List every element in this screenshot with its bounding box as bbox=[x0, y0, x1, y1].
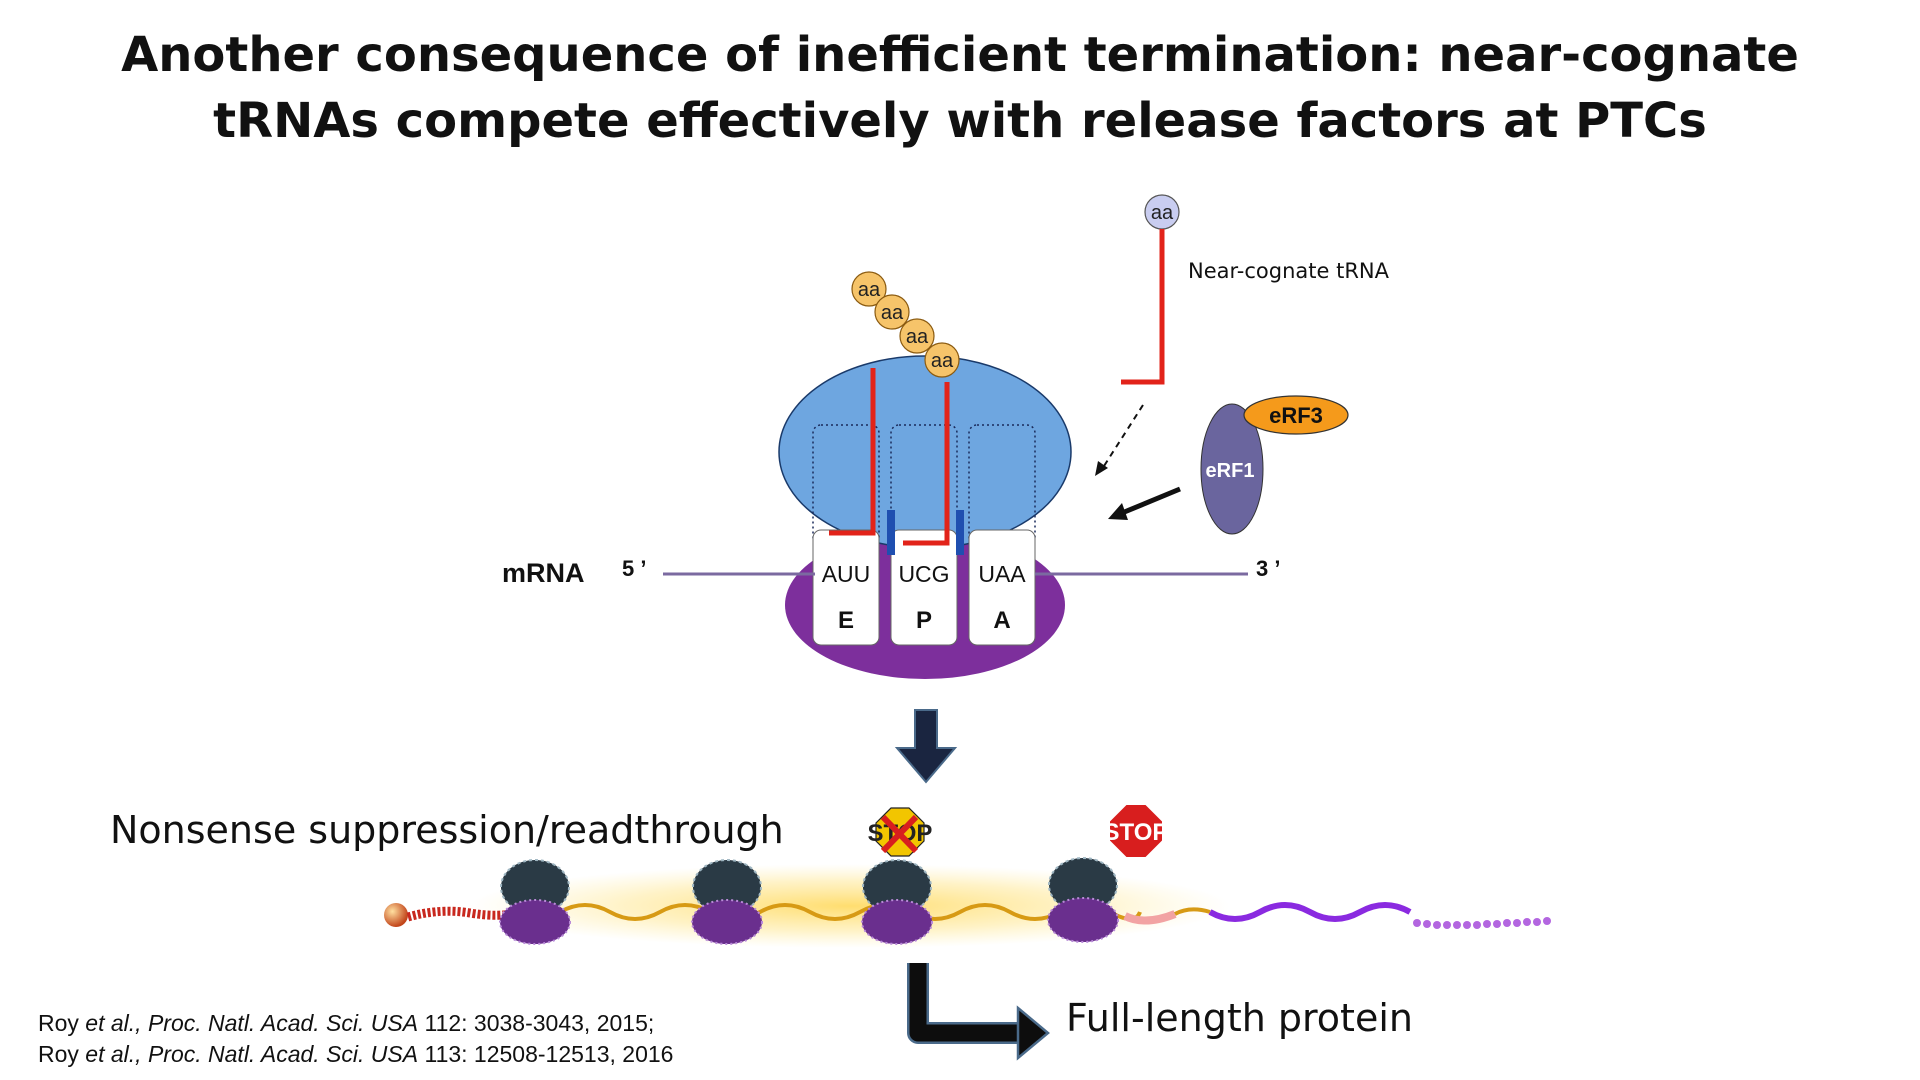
citation-2-author: Roy bbox=[38, 1041, 79, 1067]
pink-segment bbox=[1123, 910, 1177, 925]
dashed-arrow bbox=[1103, 404, 1144, 467]
mrna-label: mRNA bbox=[502, 558, 585, 588]
erf3-shape bbox=[1243, 395, 1349, 435]
codon-p: UCG bbox=[898, 561, 949, 587]
citation-2: Roy et al., Proc. Natl. Acad. Sci. USA 1… bbox=[38, 1039, 673, 1070]
amino-acid-4 bbox=[924, 342, 960, 378]
amino-acid-chain: aa aa aa aa bbox=[851, 271, 960, 378]
citation-2-journal: Proc. Natl. Acad. Sci. USA bbox=[147, 1041, 419, 1067]
amino-acid-4-label: aa bbox=[931, 350, 954, 372]
a-site-outline bbox=[968, 424, 1036, 546]
down-arrow bbox=[894, 709, 958, 784]
five-prime-label: 5 ’ bbox=[622, 556, 646, 581]
polysome-ribosome-2 bbox=[691, 859, 763, 945]
title-line-1: Another consequence of inefficient termi… bbox=[121, 27, 1799, 83]
polysome-ribosome-4 bbox=[1047, 857, 1119, 943]
bent-arrow-head bbox=[1016, 1005, 1050, 1061]
title-line-2: tRNAs compete effectively with release f… bbox=[213, 93, 1707, 149]
full-length-protein-label: Full-length protein bbox=[1066, 996, 1413, 1040]
cross-line-2 bbox=[880, 814, 919, 854]
site-label-a: A bbox=[993, 607, 1010, 634]
citation-1-journal: Proc. Natl. Acad. Sci. USA bbox=[147, 1010, 419, 1036]
citation-1-author: Roy bbox=[38, 1010, 79, 1036]
near-cognate-aa-label: aa bbox=[1151, 202, 1174, 224]
erf1-shape bbox=[1200, 403, 1264, 535]
p-site-pairing-left bbox=[887, 510, 895, 555]
amino-acid-1 bbox=[851, 271, 887, 307]
amino-acid-1-label: aa bbox=[858, 279, 881, 301]
solid-arrow bbox=[1121, 486, 1181, 516]
start-cap bbox=[384, 903, 408, 927]
bent-arrow bbox=[907, 963, 1022, 1044]
amino-acid-3 bbox=[899, 318, 935, 354]
polysome-ribosome-3 bbox=[861, 859, 933, 945]
poly-a-beads bbox=[1413, 917, 1551, 929]
site-label-e: E bbox=[838, 607, 854, 634]
p-site-pairing-right bbox=[956, 510, 964, 555]
erf1-label: eRF1 bbox=[1206, 460, 1255, 482]
citations: Roy et al., Proc. Natl. Acad. Sci. USA 1… bbox=[38, 1008, 673, 1070]
citation-1-etal: et al., bbox=[85, 1010, 142, 1036]
dashed-arrow-head bbox=[1095, 461, 1108, 476]
amino-acid-3-label: aa bbox=[906, 326, 929, 348]
p-site-outline bbox=[890, 424, 958, 546]
stop-sign: STOP bbox=[1104, 803, 1169, 859]
crossed-stop-sign: STOP bbox=[868, 807, 932, 857]
polysome-ribosome-1 bbox=[499, 859, 571, 945]
citation-2-ref: 113: 12508-12513, 2016 bbox=[424, 1041, 674, 1067]
near-cognate-label: Near-cognate tRNA bbox=[1188, 259, 1390, 283]
e-site-box bbox=[812, 529, 880, 646]
purple-mrna bbox=[1208, 902, 1412, 922]
a-site-box bbox=[968, 529, 1036, 646]
codon-e: AUU bbox=[822, 561, 871, 587]
stop-octagon bbox=[1108, 803, 1164, 859]
citation-1-ref: 112: 3038-3043, 2015; bbox=[424, 1010, 655, 1036]
three-prime-label: 3 ’ bbox=[1256, 556, 1280, 581]
e-site-outline bbox=[812, 424, 880, 546]
readthrough-label: Nonsense suppression/readthrough bbox=[110, 808, 784, 852]
citation-1: Roy et al., Proc. Natl. Acad. Sci. USA 1… bbox=[38, 1008, 673, 1039]
p-site-trna bbox=[903, 382, 950, 546]
ribosome-large-subunit bbox=[778, 355, 1072, 549]
stop-text: STOP bbox=[1104, 819, 1169, 846]
yellow-tail bbox=[1174, 907, 1211, 916]
amino-acid-2-label: aa bbox=[881, 302, 904, 324]
e-site-trna bbox=[829, 368, 876, 536]
citation-2-etal: et al., bbox=[85, 1041, 142, 1067]
site-label-p: P bbox=[916, 607, 932, 634]
slide-title: Another consequence of inefficient termi… bbox=[0, 22, 1920, 154]
p-site-box bbox=[890, 529, 958, 646]
polysome-glow bbox=[470, 864, 1230, 948]
bent-arrow-inner bbox=[909, 963, 1022, 1042]
erf3-label: eRF3 bbox=[1269, 403, 1323, 428]
near-cognate-trna bbox=[1121, 229, 1165, 385]
codon-a: UAA bbox=[978, 561, 1026, 587]
solid-arrow-head bbox=[1108, 503, 1128, 520]
amino-acid-2 bbox=[874, 294, 910, 330]
